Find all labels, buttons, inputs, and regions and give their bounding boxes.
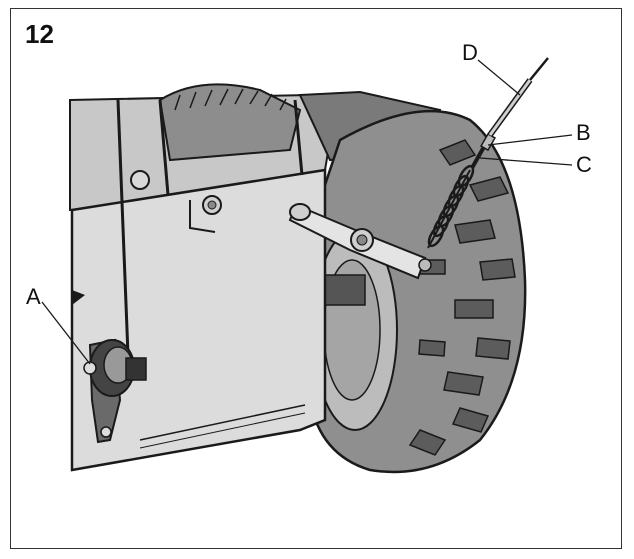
tire-tread [408,139,516,456]
control-cables [116,99,304,356]
figure-number: 12 [25,19,54,49]
pulley-assembly [83,338,147,444]
callout-d: D [462,40,478,65]
shift-lever [288,203,432,280]
tire [308,109,527,474]
spring [427,164,475,249]
cable-assembly [470,57,549,169]
front-panel [70,168,327,472]
callout-a: A [26,284,41,309]
callout-b: B [576,120,591,145]
leader-lines [41,59,573,365]
callout-c: C [576,152,592,177]
